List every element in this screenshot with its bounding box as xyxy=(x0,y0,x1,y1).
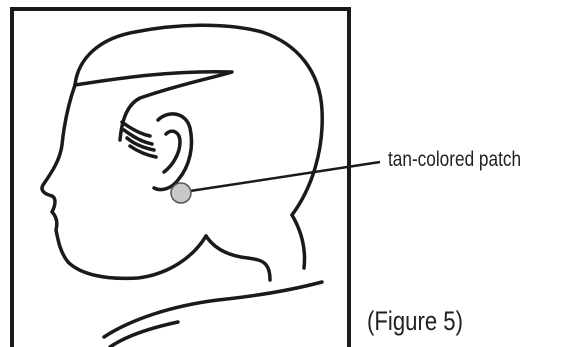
face-profile xyxy=(42,85,206,278)
hairline xyxy=(75,72,232,140)
callout-label: tan-colored patch xyxy=(388,148,521,172)
shoulder-line xyxy=(104,282,322,347)
ear-inner xyxy=(164,131,180,172)
hair-strands xyxy=(122,122,156,157)
callout-leader-line xyxy=(190,162,380,191)
ear-outline xyxy=(154,114,192,190)
figure-caption: (Figure 5) xyxy=(367,306,463,337)
tan-colored-patch xyxy=(171,183,191,203)
hair-outline xyxy=(75,25,322,215)
neck-line xyxy=(206,215,305,280)
